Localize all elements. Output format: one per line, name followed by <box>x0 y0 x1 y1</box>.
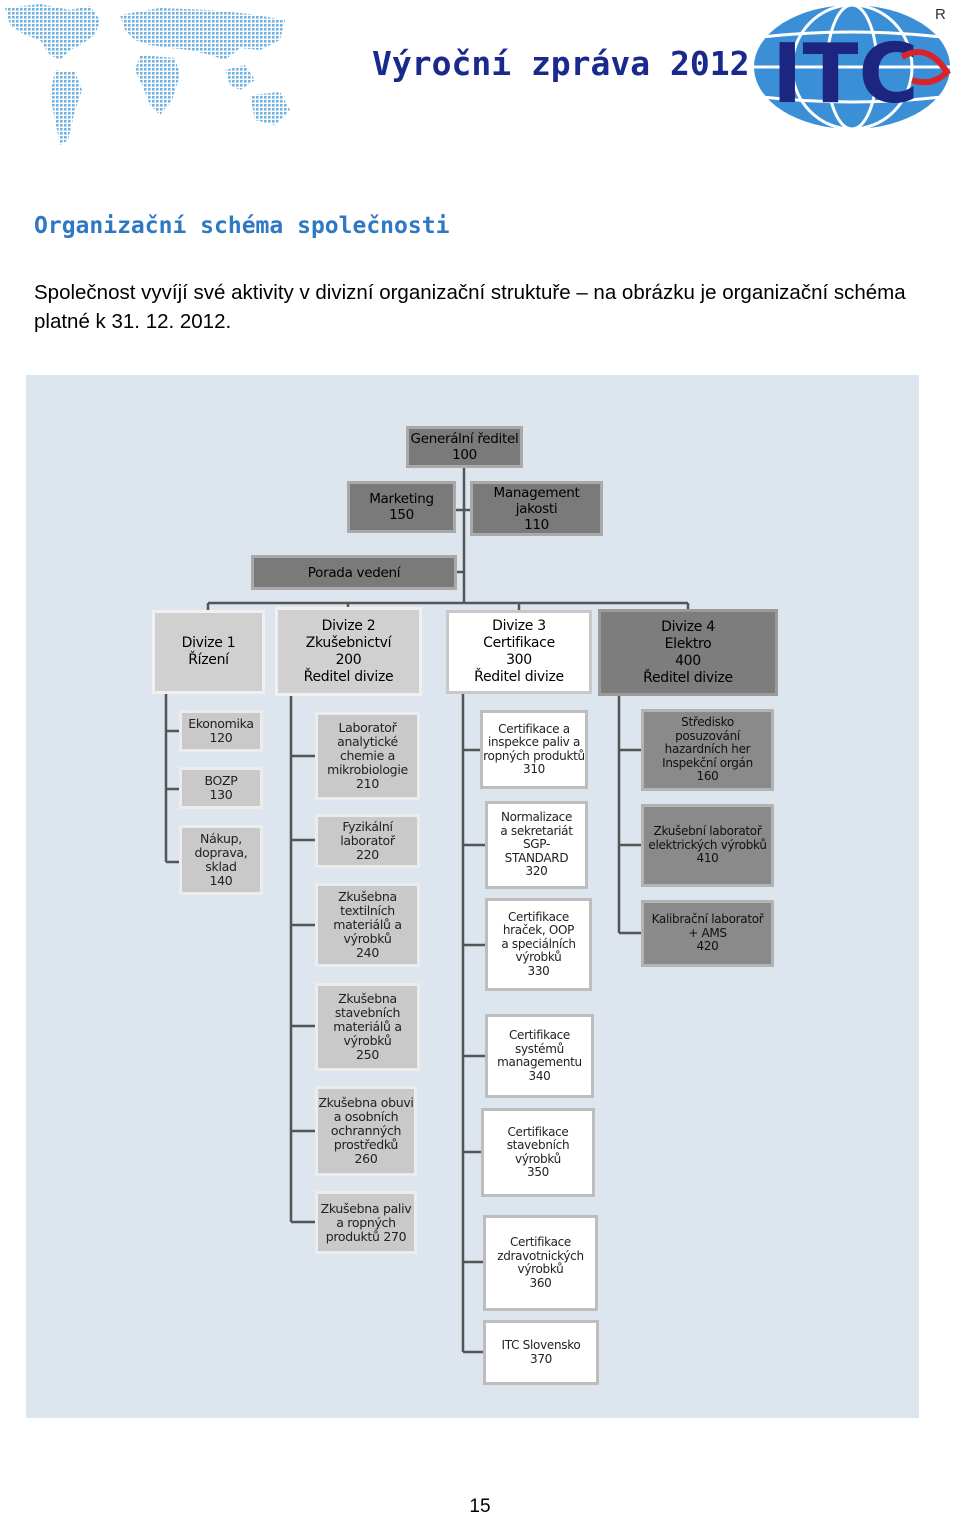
unit-120-box: Ekonomika 120 <box>179 710 263 752</box>
unit-330-box: Certifikace hraček, OOP a speciálních vý… <box>485 898 592 991</box>
unit-320-box: Normalizace a sekretariát SGP- STANDARD … <box>485 801 588 889</box>
unit-240-box: Zkušebna textilních materiálů a výrobků … <box>315 883 420 967</box>
unit-140-box: Nákup, doprava, sklad 140 <box>179 825 263 895</box>
unit-160-box: Středisko posuzování hazardních her Insp… <box>641 709 774 791</box>
division-2-box: Divize 2 Zkušebnictví 200 Ředitel divize <box>275 607 422 696</box>
unit-210-box: Laboratoř analytické chemie a mikrobiolo… <box>315 712 420 800</box>
unit-420-box: Kalibrační laboratoř + AMS 420 <box>641 900 774 967</box>
unit-220-box: Fyzikální laboratoř 220 <box>315 814 420 868</box>
quality-management-box: Management jakosti 110 <box>470 481 603 536</box>
management-board-box: Porada vedení <box>251 555 457 590</box>
unit-340-box: Certifikace systémů managementu 340 <box>485 1014 594 1098</box>
unit-260-box: Zkušebna obuvi a osobních ochranných pro… <box>315 1086 417 1176</box>
division-3-box: Divize 3 Certifikace 300 Ředitel divize <box>446 610 592 694</box>
section-title: Organizační schéma společnosti <box>34 213 450 239</box>
intro-paragraph: Společnost vyvíjí své aktivity v divizní… <box>34 281 906 333</box>
page-number: 15 <box>469 1496 491 1517</box>
division-1-box: Divize 1 Řízení <box>152 610 265 694</box>
ceo-box: Generální ředitel 100 <box>406 426 523 468</box>
registered-mark: R <box>935 6 946 23</box>
unit-350-box: Certifikace stavebních výrobků 350 <box>481 1108 595 1197</box>
itc-logo: ITC R <box>752 2 960 132</box>
org-chart <box>26 375 919 1418</box>
logo-text: ITC <box>772 27 919 122</box>
marketing-box: Marketing 150 <box>347 481 456 533</box>
world-map-decoration <box>5 4 290 145</box>
unit-250-box: Zkušebna stavebních materiálů a výrobků … <box>315 983 420 1071</box>
unit-270-box: Zkušebna paliv a ropných produktů 270 <box>315 1191 417 1254</box>
unit-410-box: Zkušební laboratoř elektrických výrobků … <box>641 804 774 887</box>
unit-360-box: Certifikace zdravotnických výrobků 360 <box>483 1215 598 1311</box>
unit-130-box: BOZP 130 <box>179 767 263 809</box>
report-title: Výroční zpráva 2012 <box>372 44 750 83</box>
unit-370-box: ITC Slovensko 370 <box>483 1320 599 1385</box>
division-4-box: Divize 4 Elektro 400 Ředitel divize <box>598 609 778 696</box>
unit-310-box: Certifikace a inspekce paliv a ropných p… <box>480 710 588 789</box>
